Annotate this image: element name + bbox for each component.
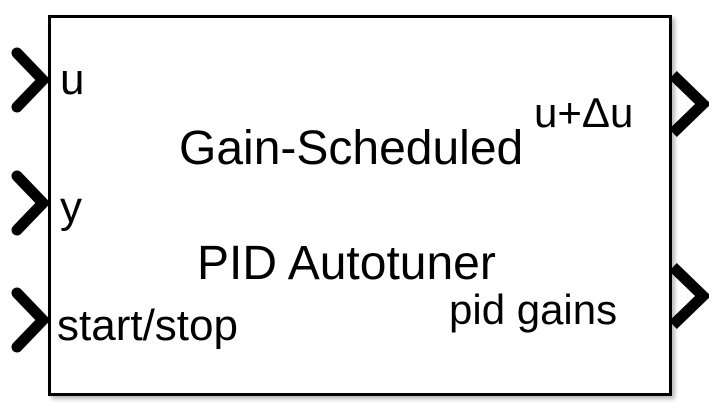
output-label-u-plus-delta-u: u+Δu [534, 89, 634, 136]
input-chevron-icon [11, 47, 50, 113]
block-title-line-2: PID Autotuner [197, 237, 496, 290]
input-port-start-stop[interactable] [10, 286, 50, 354]
input-port-y[interactable] [10, 169, 50, 237]
output-chevron-icon [669, 71, 709, 137]
input-port-u[interactable] [10, 46, 50, 114]
block-body[interactable] [48, 15, 672, 396]
block-title-line-1: Gain-Scheduled [179, 122, 524, 175]
input-chevron-icon [11, 287, 50, 353]
input-label-start-stop: start/stop [57, 301, 238, 350]
output-port-pid-gains[interactable] [669, 262, 709, 330]
output-label-pid-gains: pid gains [449, 286, 618, 333]
output-port-u-plus-delta-u[interactable] [669, 70, 709, 138]
input-chevron-icon [11, 170, 50, 236]
input-label-u: u [60, 55, 85, 104]
input-label-y: y [60, 183, 82, 232]
output-chevron-icon [669, 263, 709, 329]
